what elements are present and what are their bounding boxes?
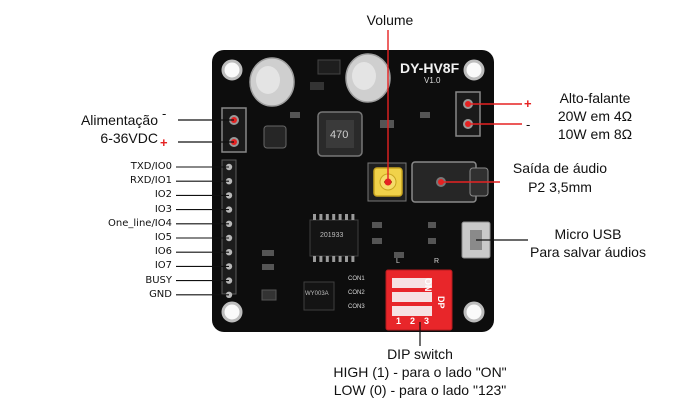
pcb-board <box>212 50 494 332</box>
small-chip-text: WY003A <box>305 291 329 297</box>
pin-label: IO2 <box>154 189 172 201</box>
con3-label: CON3 <box>348 304 365 310</box>
pin-label: IO6 <box>154 246 172 258</box>
dip-switch <box>385 269 453 331</box>
power-minus-sign: - <box>162 106 167 121</box>
small-chip <box>303 281 335 311</box>
board-model: DY-HV8F <box>400 60 460 76</box>
dip-dp-label: DP <box>436 296 446 309</box>
pointer-lines <box>387 30 522 183</box>
dip-number-2: 2 <box>410 316 416 326</box>
black-pointer-lines <box>178 119 528 346</box>
silk-l: L <box>396 258 400 265</box>
audio-label-line1: Saída de áudio <box>512 160 608 176</box>
audio-label-line2: P2 3,5mm <box>528 179 592 195</box>
dip-label-line2: HIGH (1) - para o lado "ON" <box>333 364 507 380</box>
pin-label: IO7 <box>154 260 172 272</box>
inductor <box>317 111 363 157</box>
speaker-plus-sign: + <box>524 96 532 111</box>
speaker-label-line2: 20W em 4Ω <box>557 108 633 124</box>
speaker-minus-sign: - <box>526 117 531 132</box>
speaker-label-line1: Alto-falante <box>559 90 631 106</box>
volume-label: Volume <box>366 12 414 28</box>
con2-label: CON2 <box>348 290 365 296</box>
dip-number-1: 1 <box>396 316 402 326</box>
capacitor-220uf <box>249 57 295 107</box>
pin-label: IO3 <box>154 203 172 215</box>
main-chip <box>309 214 359 262</box>
pin-label: TXD/IO0 <box>130 161 172 172</box>
pin-label: RXD/IO1 <box>129 175 172 187</box>
usb-label-line2: Para salvar áudios <box>530 244 646 260</box>
con1-label: CON1 <box>348 276 365 282</box>
dip-label-line1: DIP switch <box>387 346 453 362</box>
power-label-line1: Alimentação <box>80 112 158 128</box>
pin-label: BUSY <box>145 274 172 286</box>
capacitor-470uf <box>345 53 391 103</box>
pin-label: GND <box>149 288 172 300</box>
power-label-line2: 6-36VDC <box>100 130 158 146</box>
chip-text: 201933 <box>320 232 344 239</box>
speaker-label-line3: 10W em 8Ω <box>557 126 633 142</box>
mounting-holes <box>221 59 485 323</box>
board-version: V1.0 <box>424 76 441 85</box>
dip-on-label: ON <box>423 278 433 292</box>
silk-r: R <box>434 258 440 265</box>
power-terminal <box>221 107 247 153</box>
pin-label: One_line/IO4 <box>108 217 172 229</box>
inductor-value: 470 <box>330 129 349 141</box>
speaker-terminal <box>455 91 481 137</box>
dip-number-3: 3 <box>424 316 430 326</box>
power-plus-sign: + <box>160 135 168 150</box>
dip-label-line3: LOW (0) - para o lado "123" <box>333 382 507 398</box>
pin-label: IO5 <box>154 232 172 243</box>
usb-label-line1: Micro USB <box>554 226 622 242</box>
